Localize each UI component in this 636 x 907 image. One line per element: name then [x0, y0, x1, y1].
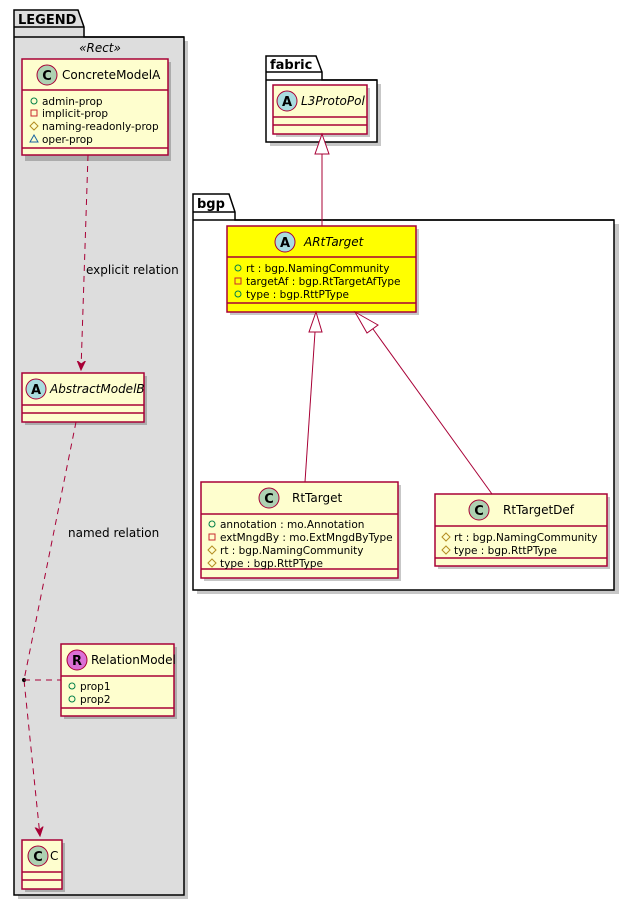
relation-badge-icon: R [66, 649, 88, 671]
abstract-badge-icon: A [25, 378, 47, 400]
svg-text:rt : bgp.NamingCommunity: rt : bgp.NamingCommunity [220, 545, 364, 557]
attr-row: rt : bgp.NamingCommunity [207, 545, 364, 557]
legend-package-label: LEGEND [18, 13, 77, 28]
svg-text:rt : bgp.NamingCommunity: rt : bgp.NamingCommunity [246, 263, 390, 275]
class-artarget[interactable]: A ARtTarget rt : bgp.NamingCommunity tar… [226, 225, 419, 315]
abstract-badge-icon: A [274, 231, 296, 253]
public-visibility-icon [30, 97, 38, 105]
class-name: RtTargetDef [503, 503, 575, 517]
attr-row: implicit-prop [30, 108, 108, 120]
attr-row: annotation : mo.Annotation [208, 519, 364, 531]
attr-row: targetAf : bgp.RtTargetAfType [234, 276, 401, 288]
protected-visibility-icon [207, 545, 217, 555]
inheritance-arrow[interactable] [353, 310, 493, 495]
legend-stereotype: «Rect» [79, 41, 121, 55]
class-relation-model[interactable]: R RelationModel prop1 prop2 [60, 643, 177, 719]
svg-text:targetAf : bgp.RtTargetAfType: targetAf : bgp.RtTargetAfType [246, 276, 401, 288]
private-visibility-icon [234, 277, 242, 285]
svg-text:naming-readonly-prop: naming-readonly-prop [42, 121, 159, 133]
private-visibility-icon [208, 533, 216, 541]
attr-row: prop1 [68, 681, 111, 693]
public-visibility-icon [208, 520, 216, 528]
svg-text:type : bgp.RttPType: type : bgp.RttPType [454, 545, 557, 557]
svg-text:R: R [72, 654, 82, 669]
svg-text:C: C [33, 850, 43, 865]
class-rttargetdef[interactable]: C RtTargetDef rt : bgp.NamingCommunity t… [434, 493, 610, 569]
explicit-relation-arrow[interactable] [81, 154, 89, 370]
svg-text:type : bgp.RttPType: type : bgp.RttPType [246, 289, 349, 301]
class-name: C [50, 849, 58, 863]
fabric-package-label: fabric [270, 58, 312, 73]
class-name: AbstractModelB [49, 382, 145, 396]
svg-text:A: A [31, 383, 41, 398]
attr-row: rt : bgp.NamingCommunity [234, 263, 390, 275]
svg-text:A: A [282, 95, 292, 110]
attr-row: oper-prop [29, 133, 93, 146]
svg-text:extMngdBy : mo.ExtMngdByType: extMngdBy : mo.ExtMngdByType [220, 532, 393, 544]
inheritance-arrow[interactable] [314, 132, 330, 226]
attr-row: admin-prop [30, 96, 103, 108]
explicit-relation-label: explicit relation [86, 263, 179, 277]
svg-text:C: C [474, 504, 484, 519]
class-l3protopol[interactable]: A L3ProtoPol [272, 84, 370, 137]
protected-visibility-icon [441, 532, 451, 542]
svg-text:type : bgp.RttPType: type : bgp.RttPType [220, 558, 323, 570]
attr-row: type : bgp.RttPType [207, 558, 323, 570]
attr-row: rt : bgp.NamingCommunity [441, 532, 598, 544]
package-visibility-icon [29, 133, 39, 143]
attr-row: type : bgp.RttPType [234, 289, 349, 301]
class-name: RtTarget [292, 491, 342, 505]
svg-text:rt : bgp.NamingCommunity: rt : bgp.NamingCommunity [454, 532, 598, 544]
named-relation-arrow[interactable] [23, 421, 77, 836]
public-visibility-icon [234, 290, 242, 298]
class-abstract-model-b[interactable]: A AbstractModelB [21, 372, 147, 425]
private-visibility-icon [30, 109, 38, 117]
attr-row: extMngdBy : mo.ExtMngdByType [208, 532, 393, 544]
class-name: ConcreteModelA [62, 68, 161, 82]
protected-visibility-icon [441, 545, 451, 555]
inheritance-arrow[interactable] [304, 310, 323, 483]
attr-row: naming-readonly-prop [29, 121, 159, 133]
abstract-badge-icon: A [276, 90, 298, 112]
attr-row: prop2 [68, 694, 111, 706]
class-concrete-model-a[interactable]: C ConcreteModelA admin-prop implicit-pro… [21, 58, 171, 161]
bgp-package-label: bgp [197, 197, 225, 212]
class-rttarget[interactable]: C RtTarget annotation : mo.Annotation ex… [200, 481, 401, 581]
class-name: L3ProtoPol [301, 94, 365, 108]
svg-text:C: C [42, 69, 52, 84]
public-visibility-icon [68, 682, 76, 690]
public-visibility-icon [68, 695, 76, 703]
protected-visibility-icon [207, 558, 217, 568]
svg-text:prop2: prop2 [80, 694, 111, 706]
svg-text:oper-prop: oper-prop [42, 134, 93, 146]
protected-visibility-icon [29, 121, 39, 131]
class-badge-icon: C [258, 487, 280, 509]
class-name: RelationModel [91, 653, 176, 667]
svg-text:A: A [280, 236, 290, 251]
svg-text:implicit-prop: implicit-prop [42, 108, 108, 120]
class-badge-icon: C [468, 499, 490, 521]
svg-text:C: C [264, 492, 274, 507]
class-badge-icon: C [27, 845, 49, 867]
class-badge-icon: C [36, 64, 58, 86]
named-relation-label: named relation [68, 526, 159, 540]
attr-row: type : bgp.RttPType [441, 545, 557, 557]
svg-text:admin-prop: admin-prop [42, 96, 103, 108]
public-visibility-icon [234, 264, 242, 272]
svg-text:prop1: prop1 [80, 681, 111, 693]
svg-text:annotation : mo.Annotation: annotation : mo.Annotation [220, 519, 364, 531]
class-c[interactable]: C C [21, 839, 65, 892]
class-name: ARtTarget [303, 235, 365, 249]
